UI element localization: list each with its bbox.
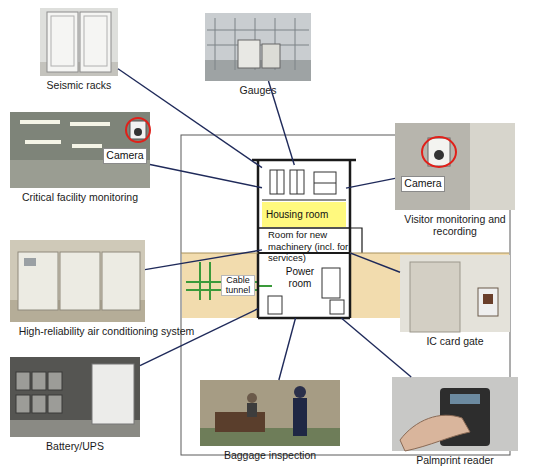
photo-caption: Palmprint reader — [392, 454, 518, 466]
photo-panel: Visitor monitoring and recordingCamera — [395, 123, 515, 210]
leader-line — [150, 165, 262, 188]
photo-air-conditioning — [10, 240, 145, 322]
camera-tag: Camera — [103, 148, 147, 164]
photo-caption: Battery/UPS — [10, 440, 140, 452]
room-label: Housing room — [262, 202, 346, 227]
tunnel-label-text: Cable tunnel — [222, 276, 254, 295]
photo-caption: Seismic racks — [30, 79, 128, 91]
photo-ic-gate — [400, 255, 510, 332]
photo-ceiling-camera — [10, 112, 150, 188]
photo-panel: IC card gate — [400, 255, 510, 332]
leader-line — [341, 318, 411, 377]
photo-battery — [10, 357, 140, 437]
rack-symbols — [270, 170, 336, 194]
photo-panel: Critical facility monitoringCamera — [10, 112, 150, 188]
photo-panel: Battery/UPS — [10, 357, 140, 437]
photo-palmprint — [392, 377, 518, 451]
photo-racks — [40, 8, 118, 76]
tunnel-label: Cable tunnel — [221, 275, 255, 296]
leader-line — [268, 81, 294, 165]
photo-caption: IC card gate — [400, 335, 510, 347]
photo-gauges — [205, 13, 311, 81]
photo-panel: Seismic racks — [40, 8, 118, 76]
photo-caption: Visitor monitoring and recording — [401, 213, 509, 237]
photo-caption: High-reliability air conditioning system — [4, 325, 209, 337]
photo-caption: Critical facility monitoring — [10, 191, 150, 203]
photo-panel: Gauges — [205, 13, 311, 81]
leader-line — [118, 69, 262, 168]
photo-caption: Gauges — [205, 84, 311, 96]
camera-label: Camera — [402, 177, 444, 190]
leader-line — [140, 309, 258, 366]
camera-tag: Camera — [401, 176, 445, 192]
camera-label: Camera — [104, 149, 146, 162]
photo-caption: Baggage inspection — [200, 449, 340, 461]
photo-baggage — [200, 380, 340, 446]
leader-line — [350, 253, 400, 272]
leader-line — [145, 250, 262, 270]
photo-panel: Baggage inspection — [200, 380, 340, 446]
photo-panel: High-reliability air conditioning system — [10, 240, 145, 322]
photo-panel: Palmprint reader — [392, 377, 518, 451]
room-area: Housing room — [262, 165, 346, 228]
room-label: Room for new machinery (incl. for servic… — [262, 228, 374, 264]
room-area: Power room — [258, 255, 350, 318]
room-area: Room for new machinery (incl. for servic… — [262, 228, 374, 253]
leader-line — [279, 318, 296, 380]
leader-line — [346, 178, 395, 188]
photo-visitor-camera — [395, 123, 515, 210]
room-label: Power room — [282, 266, 318, 290]
